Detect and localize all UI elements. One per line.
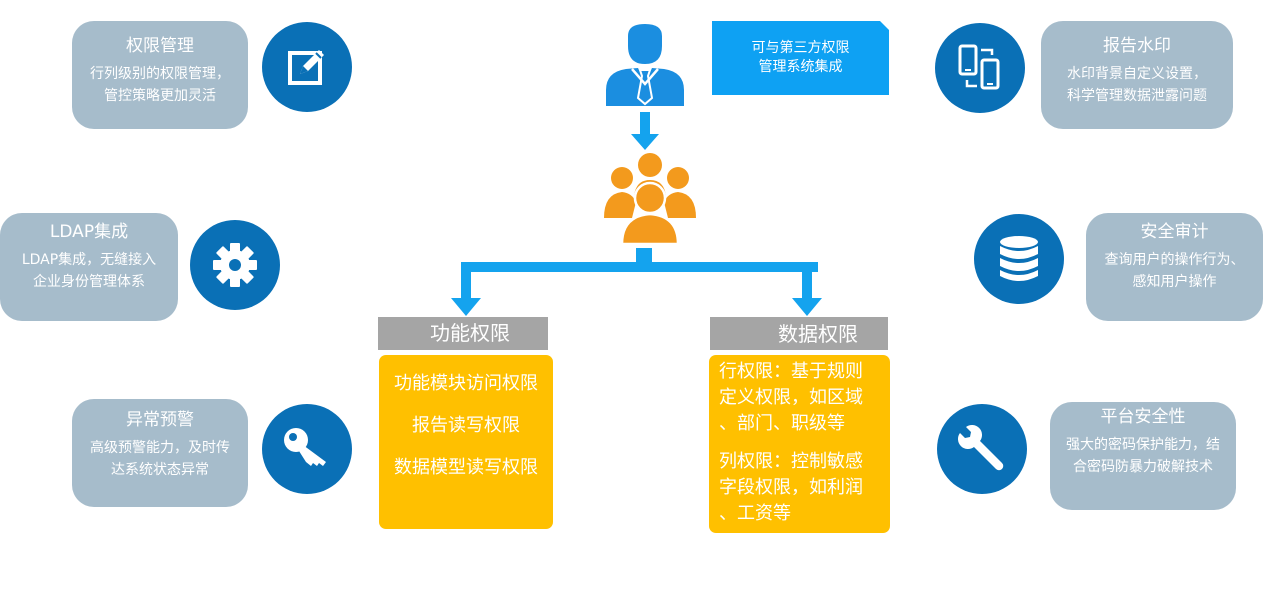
card-permission-management: 权限管理 行列级别的权限管理， 管控策略更加灵活 [72,21,248,129]
card-desc: 高级预警能力，及时传 达系统状态异常 [90,440,230,478]
gear-icon [190,220,280,310]
integration-note: 可与第三方权限 管理系统集成 [712,21,889,95]
database-icon [974,214,1064,304]
functional-item: 报告读写权限 [412,415,520,436]
wrench-icon [937,404,1027,494]
row-permission: 行权限：基于规则 定义权限，如区域 、部门、职级等 [719,361,863,434]
functional-permission-header: 功能权限 [378,317,548,350]
card-desc: 水印背景自定义设置， 科学管理数据泄露问题 [1067,66,1207,104]
data-permission-header: 数据权限 [710,317,888,350]
card-desc: 强大的密码保护能力，结 合密码防暴力破解技术 [1066,437,1220,475]
card-desc: LDAP集成，无缝接入 企业身份管理体系 [21,252,157,290]
card-title: LDAP集成 [49,222,129,242]
mobile-sync-icon [935,23,1025,113]
card-alert: 异常预警 高级预警能力，及时传 达系统状态异常 [72,399,248,507]
card-title: 异常预警 [126,410,194,430]
functional-permission-box: 功能模块访问权限 报告读写权限 数据模型读写权限 [379,355,553,529]
column-permission: 列权限：控制敏感 字段权限，如利润 、工资等 [719,451,863,524]
branch-connector [451,248,822,316]
card-watermark: 报告水印 水印背景自定义设置， 科学管理数据泄露问题 [1041,21,1233,129]
down-arrow [631,112,659,150]
card-platform-security: 平台安全性 强大的密码保护能力，结 合密码防暴力破解技术 [1050,402,1236,510]
edit-icon [262,22,352,112]
card-title: 平台安全性 [1100,407,1186,427]
card-audit: 安全审计 查询用户的操作行为、 感知用户操作 [1086,213,1263,321]
user-group-icon [604,153,696,244]
card-title: 报告水印 [1103,36,1171,56]
data-permission-box: 行权限：基于规则 定义权限，如区域 、部门、职级等 列权限：控制敏感 字段权限，… [709,355,890,533]
admin-person-icon [606,24,684,106]
card-title: 安全审计 [1140,222,1209,242]
key-icon [262,404,352,494]
functional-item: 功能模块访问权限 [394,373,538,394]
card-desc: 查询用户的操作行为、 感知用户操作 [1104,252,1245,290]
functional-item: 数据模型读写权限 [394,457,538,478]
card-title: 权限管理 [126,36,194,56]
card-ldap: LDAP集成 LDAP集成，无缝接入 企业身份管理体系 [0,213,178,321]
card-desc: 行列级别的权限管理， 管控策略更加灵活 [90,66,230,104]
